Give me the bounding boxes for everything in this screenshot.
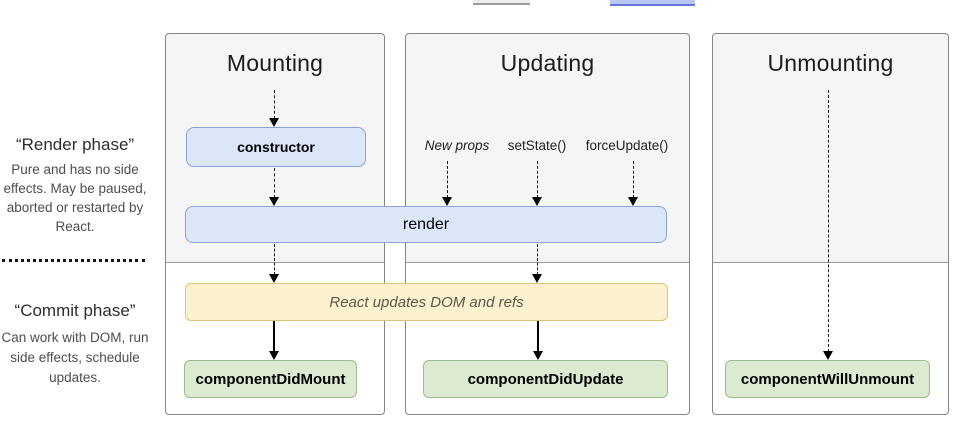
arrowhead-icon — [532, 197, 542, 206]
arrowhead-icon — [269, 197, 279, 206]
partial-version-button[interactable] — [610, 0, 695, 6]
arrowhead-icon — [532, 274, 542, 283]
node-componentdidmount[interactable]: componentDidMount — [184, 360, 357, 398]
node-render[interactable]: render — [185, 206, 667, 243]
arrowhead-icon — [442, 197, 452, 206]
commit-phase-title: “Commit phase” — [14, 301, 136, 320]
trigger-new-props: New props — [424, 138, 490, 153]
partial-toggle-button[interactable] — [473, 0, 530, 5]
arrowhead-icon — [533, 351, 543, 360]
trigger-setstate[interactable]: setState() — [507, 138, 567, 153]
render-phase-title: “Render phase” — [15, 135, 135, 154]
trigger-forceupdate[interactable]: forceUpdate() — [585, 138, 669, 153]
node-componentwillunmount[interactable]: componentWillUnmount — [725, 360, 930, 398]
node-componentdidupdate[interactable]: componentDidUpdate — [423, 360, 668, 398]
render-phase-description: Pure and has no side effects. May be pau… — [3, 162, 147, 234]
column-title-unmounting: Unmounting — [767, 50, 894, 76]
node-react-updates-dom: React updates DOM and refs — [185, 283, 668, 321]
phase-dotted-divider — [2, 259, 145, 262]
node-constructor[interactable]: constructor — [186, 127, 366, 167]
column-title-mounting: Mounting — [226, 50, 324, 76]
arrowhead-icon — [628, 197, 638, 206]
arrowhead-icon — [269, 351, 279, 360]
arrowhead-icon — [269, 274, 279, 283]
commit-phase-description: Can work with DOM, run side effects, sch… — [1, 330, 149, 385]
column-title-updating: Updating — [500, 50, 595, 76]
arrowhead-icon — [269, 118, 279, 127]
arrowhead-icon — [823, 351, 833, 360]
